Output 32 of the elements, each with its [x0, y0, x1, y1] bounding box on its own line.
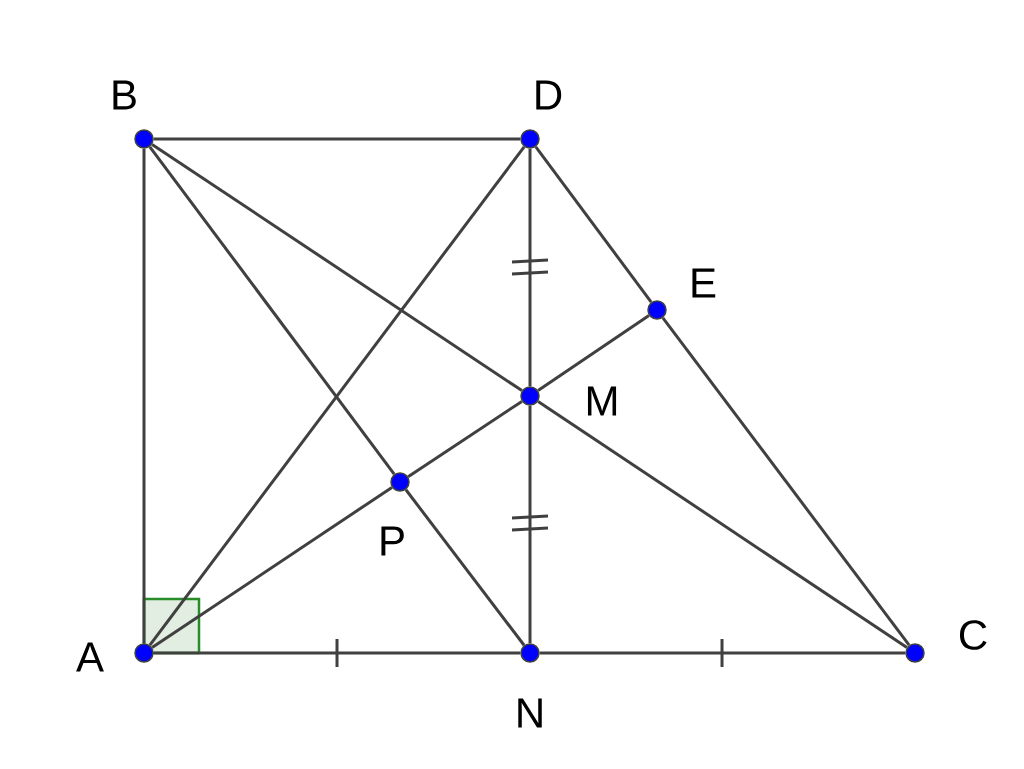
point-dot [520, 386, 540, 406]
segment [142, 148, 146, 644]
segment [404, 488, 526, 647]
segment [539, 651, 906, 655]
segment [148, 145, 526, 647]
point-dot [905, 643, 925, 663]
point-label: A [76, 642, 104, 672]
segment [153, 651, 521, 655]
point-dot [520, 643, 540, 663]
segment [407, 400, 523, 478]
point-dot [390, 472, 410, 492]
point-dot [647, 300, 667, 320]
point-label: P [381, 526, 404, 556]
segment [537, 314, 650, 392]
point-label: D [536, 80, 562, 110]
segment [151, 143, 523, 392]
segment [148, 145, 396, 476]
segment [151, 486, 393, 649]
segment [153, 137, 521, 141]
point-label: B [113, 80, 136, 110]
segment [661, 316, 911, 647]
segment [528, 405, 532, 644]
point-label: C [960, 620, 987, 650]
segment [528, 148, 532, 387]
point-label: M [587, 386, 617, 416]
segment [537, 400, 908, 649]
point-dot [134, 643, 154, 663]
point-dot [134, 129, 154, 149]
point-label: E [692, 268, 716, 298]
point-label: N [518, 698, 542, 728]
segment [534, 145, 653, 304]
point-dot [520, 129, 540, 149]
